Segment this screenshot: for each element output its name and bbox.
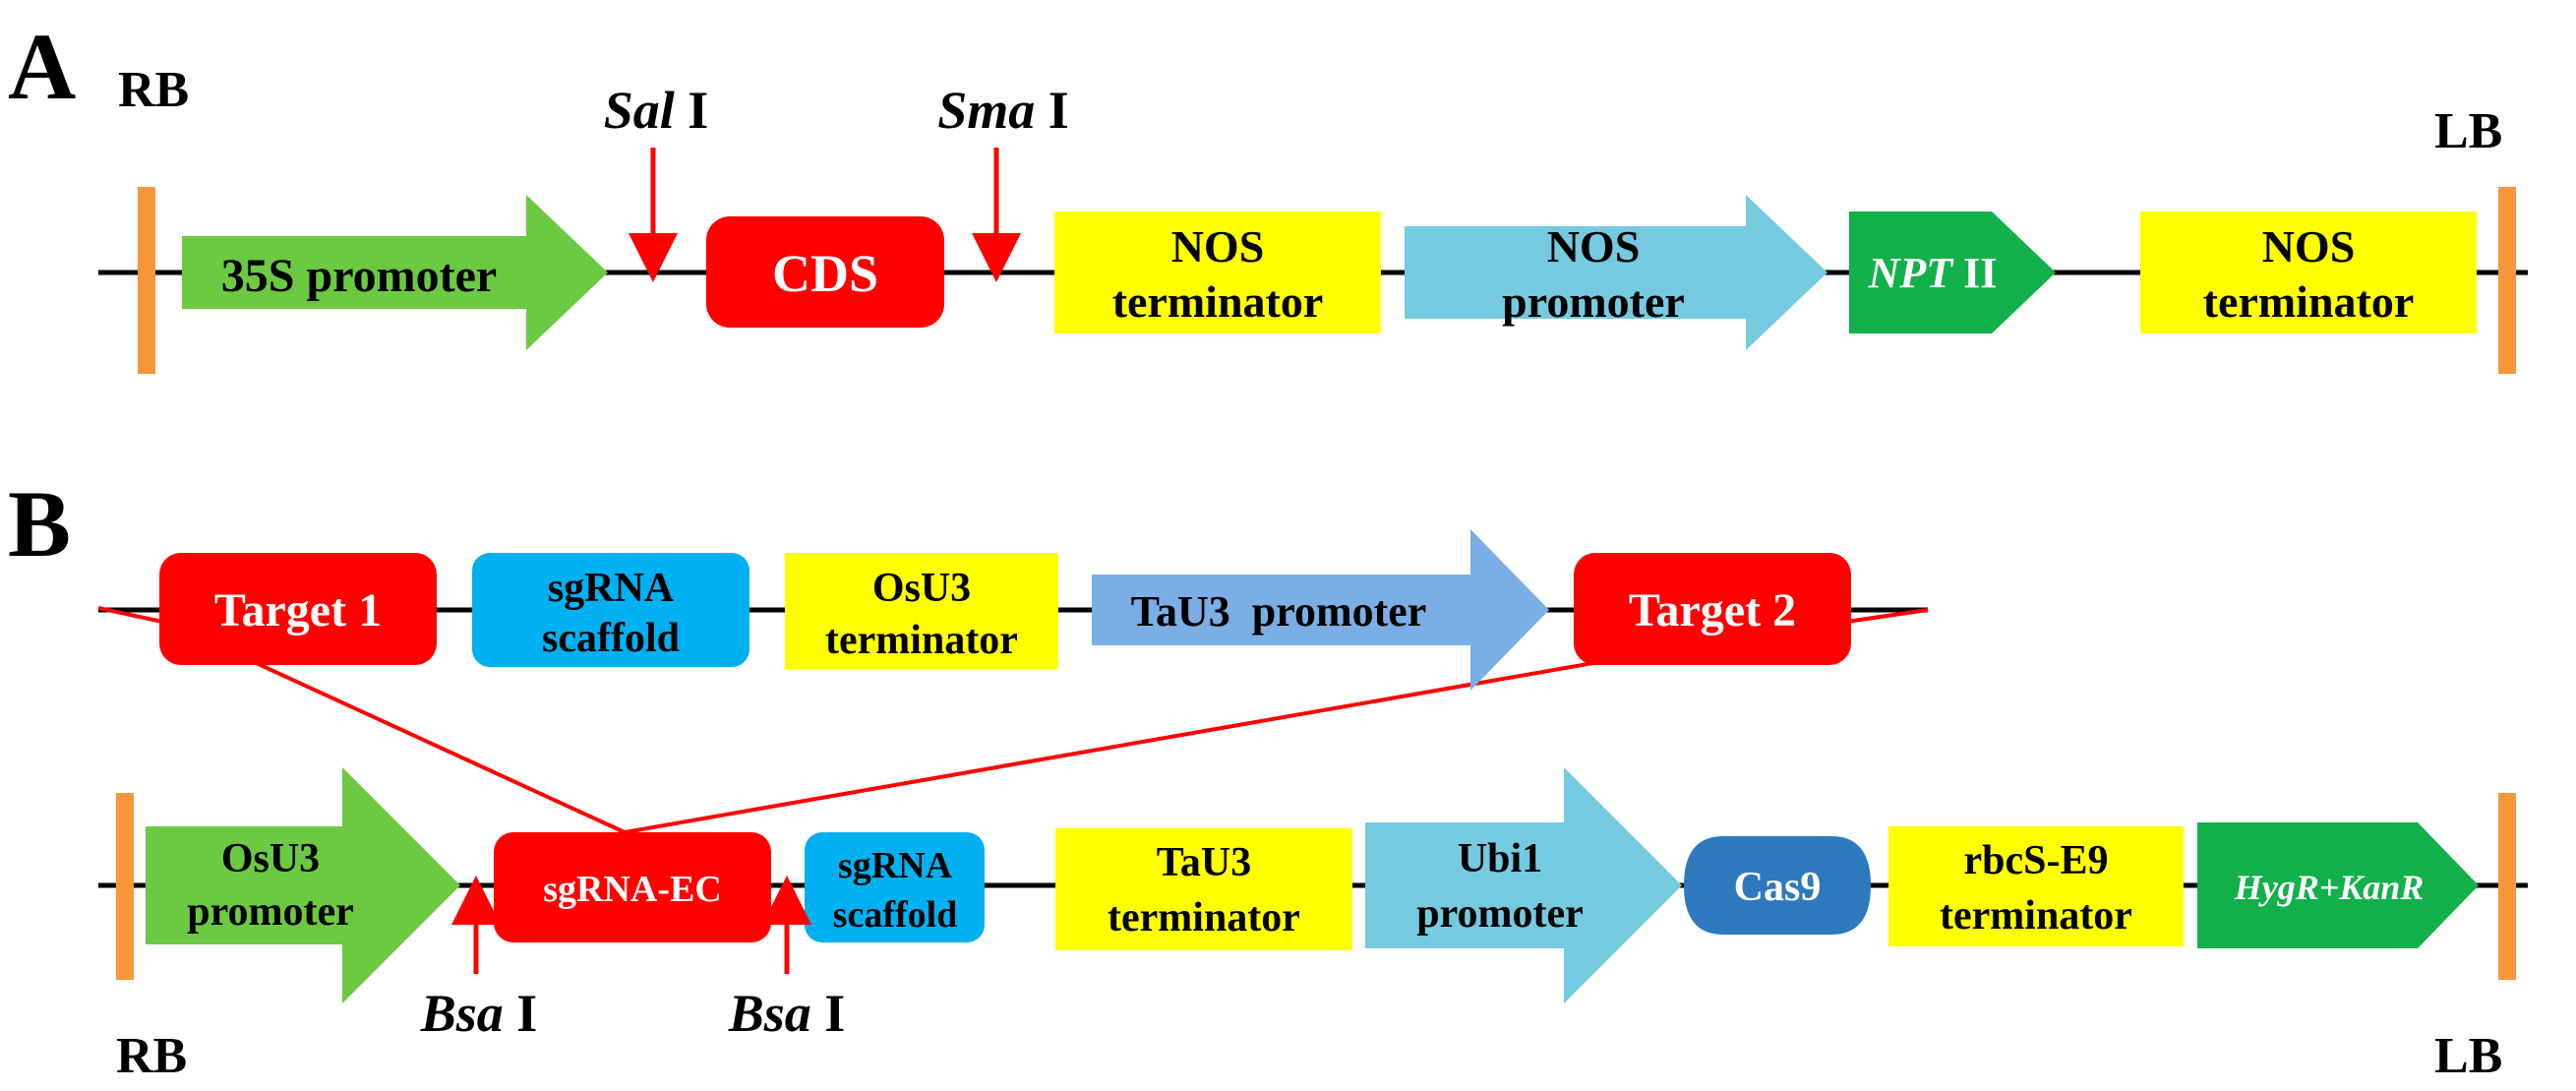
- panel-a-rb-label: RB: [118, 62, 189, 118]
- panel-b-rb-label: RB: [116, 1028, 187, 1084]
- connector-right-top: [1838, 608, 1929, 625]
- panel-a-label: A: [8, 14, 76, 119]
- vector-sgrna-scaffold: sgRNA scaffold: [805, 832, 985, 942]
- target-1: Target 1: [159, 553, 437, 665]
- panel-b-lb-label: LB: [2434, 1028, 2502, 1084]
- insert-sgrna-scaffold: sgRNA scaffold: [472, 553, 749, 667]
- nos-terminator-1: NOS terminator: [1054, 212, 1381, 333]
- sma-i-label: Sma I: [937, 81, 1069, 140]
- nos-terminator-2: NOS terminator: [2140, 212, 2477, 333]
- hygr-kanr-label: HygR+KanR: [2234, 868, 2425, 907]
- cds: CDS: [706, 216, 944, 328]
- panel-b-rb-border: [116, 793, 134, 980]
- tau3-terminator-line-2: terminator: [1108, 895, 1300, 940]
- nos-terminator-2-line-1: NOS: [2262, 221, 2356, 272]
- npt-ii-marker: NPT II: [1849, 212, 2056, 333]
- ubi1-promoter: Ubi1 promoter: [1365, 767, 1682, 1003]
- panel-b-label: B: [8, 471, 71, 576]
- rbcs-e9-terminator-line-2: terminator: [1940, 893, 2132, 939]
- insert-sgrna-scaffold-line-1: sgRNA: [548, 566, 675, 611]
- insert-connectors: [97, 606, 1929, 834]
- target-2-label: Target 2: [1629, 584, 1796, 636]
- sgrna-ec-label: sgRNA-EC: [543, 869, 722, 910]
- connector-right-cross: [624, 647, 1673, 834]
- insert-sgrna-scaffold-line-2: scaffold: [542, 616, 680, 661]
- osu3-terminator-line-1: OsU3: [872, 566, 971, 611]
- target-1-label: Target 1: [214, 584, 382, 636]
- nos-terminator-2-line-2: terminator: [2203, 276, 2415, 327]
- ubi1-promoter-line-2: promoter: [1416, 891, 1584, 937]
- bsa-i-label-1: Bsa I: [420, 984, 538, 1043]
- connector-left-cross: [225, 647, 626, 834]
- panel-a-rb-border: [138, 187, 155, 374]
- rbcs-e9-terminator: rbcS-E9 terminator: [1888, 826, 2184, 946]
- tau3-terminator-line-1: TaU3: [1157, 840, 1252, 885]
- bsa-i-site-2: Bsa I: [728, 876, 846, 1043]
- nos-promoter-line-1: NOS: [1547, 221, 1641, 272]
- osu3-terminator: OsU3 terminator: [785, 553, 1058, 669]
- bsa-i-site-1: Bsa I: [420, 876, 538, 1043]
- nos-promoter: NOS promoter: [1405, 195, 1827, 350]
- vector-sgrna-scaffold-line-2: scaffold: [833, 894, 958, 936]
- sal-i-label: Sal I: [604, 81, 709, 140]
- promoter-35s-label: 35S promoter: [221, 250, 497, 302]
- rbcs-e9-terminator-line-1: rbcS-E9: [1964, 838, 2109, 883]
- panel-a-lb-label: LB: [2434, 103, 2502, 159]
- panel-a-lb-border: [2498, 187, 2516, 374]
- panel-b: B Target 1 sgRNA scaffold OsU3 terminato…: [8, 471, 2528, 1084]
- nos-promoter-line-2: promoter: [1502, 276, 1685, 327]
- osu3-terminator-line-2: terminator: [825, 618, 1018, 663]
- sal-i-site: Sal I: [604, 81, 709, 282]
- tau3-promoter: TaU3 promoter: [1092, 529, 1549, 691]
- ubi1-promoter-line-1: Ubi1: [1458, 836, 1542, 881]
- osu3-promoter: OsU3 promoter: [146, 767, 460, 1003]
- target-2: Target 2: [1574, 553, 1851, 665]
- panel-a: A RB LB 35S promoter Sal I CDS Sma I: [8, 14, 2528, 374]
- promoter-35s: 35S promoter: [182, 195, 608, 350]
- osu3-promoter-line-1: OsU3: [221, 836, 320, 881]
- sgrna-ec: sgRNA-EC: [494, 832, 771, 942]
- cds-label: CDS: [772, 244, 878, 303]
- tau3-promoter-label: TaU3 promoter: [1131, 587, 1427, 636]
- vector-sgrna-scaffold-line-1: sgRNA: [838, 845, 953, 886]
- bsa-i-label-2: Bsa I: [728, 984, 846, 1043]
- tau3-terminator: TaU3 terminator: [1055, 828, 1352, 950]
- hygr-kanr-marker: HygR+KanR: [2197, 822, 2479, 948]
- panel-b-lb-border: [2498, 793, 2516, 980]
- sma-i-site: Sma I: [937, 81, 1069, 282]
- osu3-promoter-line-2: promoter: [187, 889, 354, 935]
- nos-terminator-1-line-1: NOS: [1171, 221, 1265, 272]
- cas9-label: Cas9: [1734, 865, 1822, 910]
- nos-terminator-1-line-2: terminator: [1112, 276, 1324, 327]
- cas9: Cas9: [1684, 836, 1871, 935]
- npt-ii-label: NPT II: [1868, 249, 1998, 297]
